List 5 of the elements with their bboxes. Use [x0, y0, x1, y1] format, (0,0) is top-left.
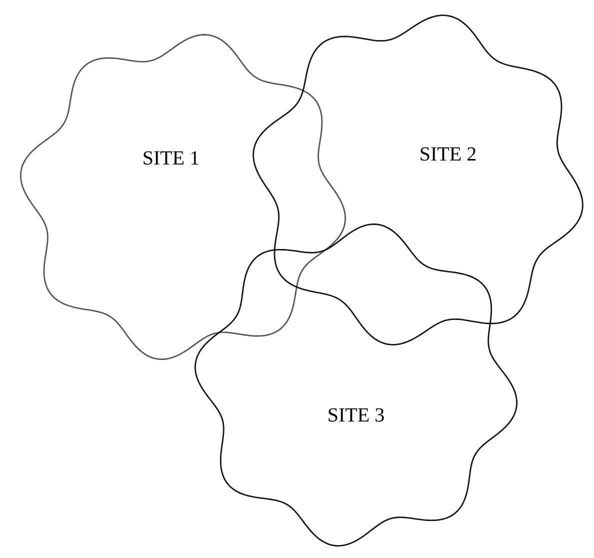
site-region [192, 221, 520, 549]
site-label: SITE 3 [327, 404, 385, 428]
site-label: SITE 2 [419, 144, 477, 166]
site-region [17, 31, 349, 363]
site-label: SITE 1 [142, 148, 200, 170]
